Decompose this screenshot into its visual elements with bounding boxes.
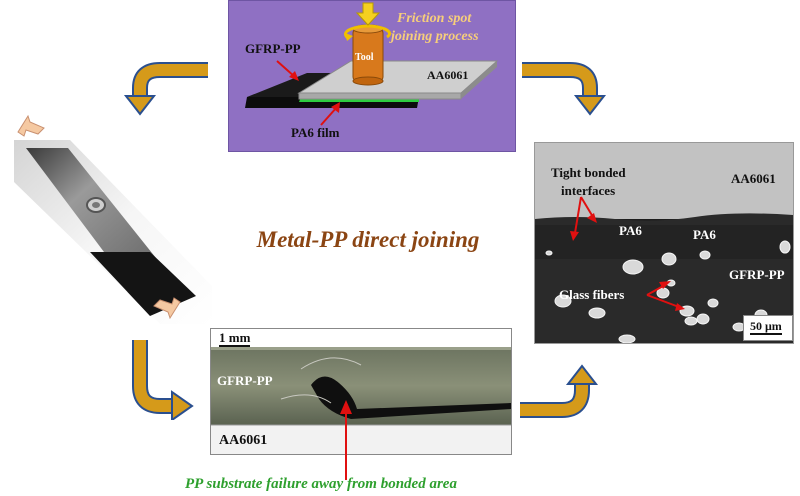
aa6061-plate-front bbox=[298, 92, 462, 100]
load-arrow-icon-bottom bbox=[153, 297, 181, 320]
cs-gfrp-label: GFRP-PP bbox=[217, 373, 273, 388]
glass-fibers-label: Glass fibers bbox=[559, 287, 625, 302]
specimen-composite-sheet bbox=[90, 252, 196, 316]
process-gfrp-label: GFRP-PP bbox=[245, 41, 301, 56]
failure-pointer bbox=[340, 400, 352, 480]
pointer-fiber-2 bbox=[646, 294, 680, 308]
interface-label-line1: Tight bonded bbox=[551, 165, 626, 180]
process-illustration bbox=[245, 2, 499, 126]
pointer-interface-2 bbox=[580, 196, 594, 218]
friction-spot-process-panel: Friction spot joining process Tool AA606… bbox=[228, 0, 516, 152]
flow-arrow-icon-to-photo bbox=[123, 62, 208, 116]
aa6061-plate-side bbox=[461, 61, 497, 99]
center-title: Metal-PP direct joining bbox=[256, 227, 480, 252]
sem-pa6-left-label: PA6 bbox=[619, 223, 642, 238]
flow-arrow-icon-to-cross-section bbox=[132, 340, 194, 420]
process-title-line2: joining process bbox=[391, 29, 479, 44]
sem-pa6-right-label: PA6 bbox=[693, 227, 716, 242]
pointer-film bbox=[320, 106, 338, 126]
sem-aa6061-label: AA6061 bbox=[731, 171, 776, 186]
cs-scale-bar: 1 mm bbox=[219, 330, 251, 347]
process-title-line1: Friction spot bbox=[397, 11, 472, 26]
sem-image bbox=[535, 143, 793, 343]
sem-micrograph-panel: Tight bonded interfaces AA6061 PA6 PA6 G… bbox=[534, 142, 794, 344]
pointer-interface-1 bbox=[574, 196, 582, 234]
process-pa6-film-label: PA6 film bbox=[291, 125, 340, 140]
plunge-arrow-icon bbox=[355, 2, 381, 26]
tool-bottom bbox=[352, 76, 384, 86]
tool-label: Tool bbox=[355, 52, 374, 63]
cs-aa6061-label: AA6061 bbox=[219, 433, 268, 448]
flow-arrow-icon-to-sem bbox=[522, 62, 607, 116]
cross-section-image bbox=[211, 329, 511, 454]
load-arrow-icon-top bbox=[17, 114, 45, 137]
sem-gfrp-label: GFRP-PP bbox=[729, 267, 785, 282]
interface-label-line2: interfaces bbox=[561, 183, 616, 198]
sem-scale-bar-label: 50 μm bbox=[750, 319, 782, 335]
flow-arrow-icon-to-sem-from-cs bbox=[520, 364, 599, 418]
process-aa6061-label: AA6061 bbox=[427, 68, 469, 82]
cross-section-panel: 1 mm GFRP-PP AA6061 bbox=[210, 328, 512, 455]
bottom-caption: PP substrate failure away from bonded ar… bbox=[185, 476, 457, 492]
failure-crack bbox=[311, 376, 511, 419]
specimen-photo bbox=[14, 140, 212, 324]
sem-scale-bar: 50 μm bbox=[743, 315, 793, 341]
